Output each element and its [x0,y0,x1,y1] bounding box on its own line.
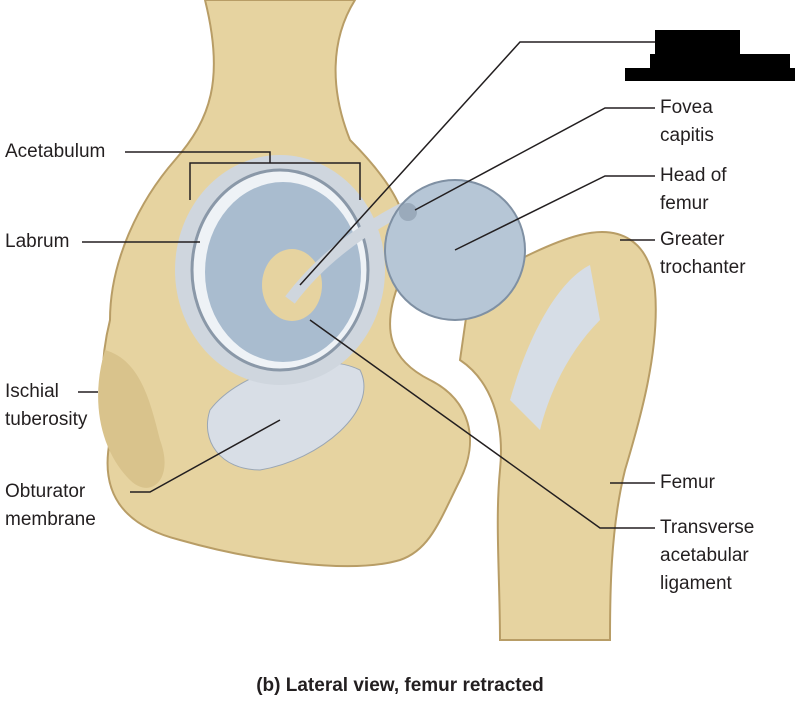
label-line: Transverse [660,517,755,538]
redacted-label-box [625,68,795,81]
label-line: capitis [660,125,714,146]
acetabular-fossa [262,249,322,321]
leader-lines [78,41,655,529]
label-labrum: Labrum [5,231,70,252]
label-line: Ischial [5,381,59,402]
label-line: Obturator [5,481,86,502]
label-line: acetabular [660,545,749,566]
redacted-label-box [650,54,790,68]
label-fovea-capitis: Fovea capitis [660,94,714,150]
label-obturator-membrane: Obturator membrane [5,478,96,534]
label-acetabulum: Acetabulum [5,141,106,162]
label-line: membrane [5,509,96,530]
label-head-of-femur: Head of femur [660,162,727,218]
figure-caption: (b) Lateral view, femur retracted [256,675,544,696]
label-greater-trochanter: Greater trochanter [660,226,746,282]
label-line: ligament [660,573,732,594]
joint-capsule-fibers [510,265,600,430]
label-line: Greater [660,229,725,250]
ligament-of-head [285,199,413,304]
label-line: tuberosity [5,409,88,430]
label-line: trochanter [660,257,746,278]
redacted-label-box [655,30,740,54]
label-transverse-acetabular-ligament: Transverse acetabular ligament [660,514,754,598]
label-line: Head of [660,165,727,186]
label-femur: Femur [660,472,715,493]
fovea-capitis [399,203,417,221]
label-line: Fovea [660,97,713,118]
label-ischial-tuberosity: Ischial tuberosity [5,378,87,434]
label-line: femur [660,193,709,214]
ischial-tuberosity [98,350,165,488]
